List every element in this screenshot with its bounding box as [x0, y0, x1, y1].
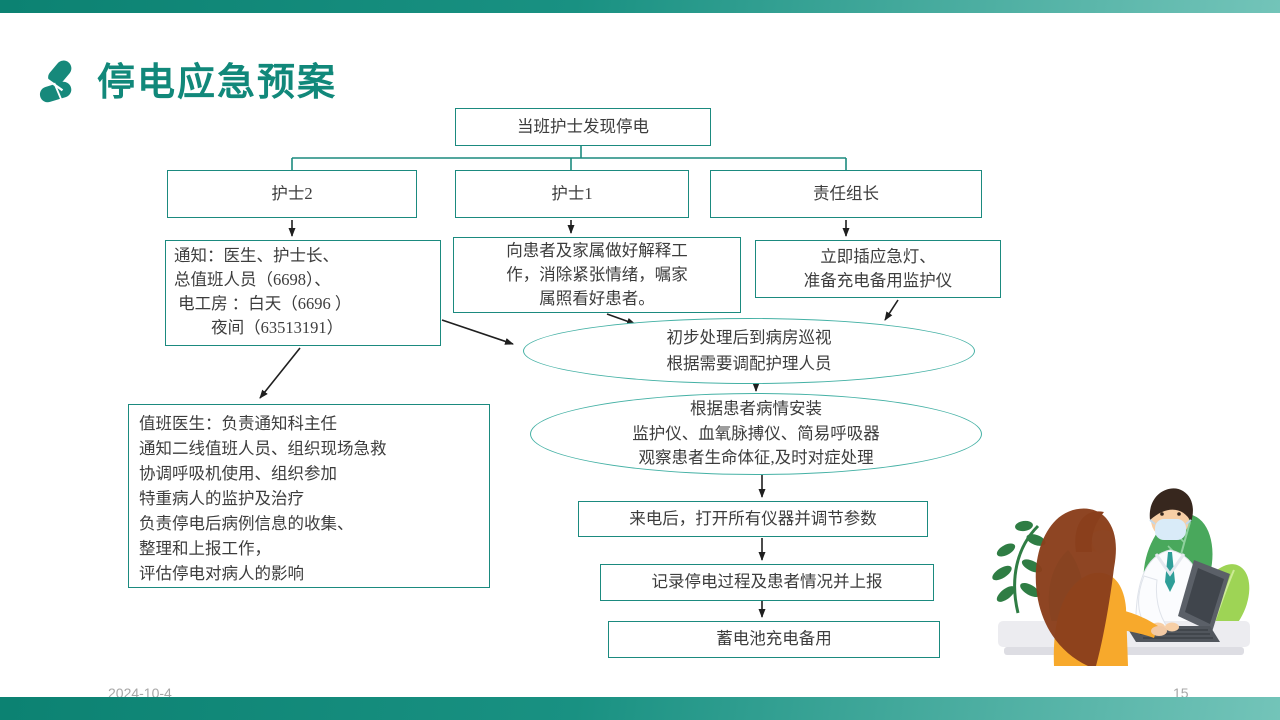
flow-node-nurse1: 护士1	[455, 170, 689, 218]
flow-node-emergency-light: 立即插应急灯、 准备充电备用监护仪	[755, 240, 1001, 298]
pills-icon	[39, 60, 72, 103]
plant-left-icon	[992, 520, 1046, 614]
medical-staff-illustration	[992, 488, 1250, 666]
nurse-figure	[1035, 508, 1167, 666]
flow-node-start: 当班护士发现停电	[455, 108, 711, 146]
flow-ellipse-install: 根据患者病情安装 监护仪、血氧脉搏仪、简易呼吸器 观察患者生命体征,及时对症处理	[530, 393, 982, 475]
flow-node-duty-doctor: 值班医生：负责通知科主任 通知二线值班人员、组织现场急救 协调呼吸机使用、组织参…	[128, 404, 490, 588]
tree-connector	[291, 146, 847, 170]
flow-node-explain: 向患者及家属做好解释工 作，消除紧张情绪，嘱家 属照看好患者。	[453, 237, 741, 313]
flow-ellipse-patrol: 初步处理后到病房巡视 根据需要调配护理人员	[523, 318, 975, 384]
top-accent-bar	[0, 0, 1280, 13]
title-row: 停电应急预案	[35, 58, 337, 108]
flow-node-power-on: 来电后，打开所有仪器并调节参数	[578, 501, 928, 537]
flow-node-battery: 蓄电池充电备用	[608, 621, 940, 658]
bottom-accent-bar	[0, 697, 1280, 720]
flow-node-leader: 责任组长	[710, 170, 982, 218]
flow-node-nurse2: 护士2	[167, 170, 417, 218]
flow-node-record: 记录停电过程及患者情况并上报	[600, 564, 934, 601]
flow-node-notify: 通知：医生、护士长、 总值班人员（6698）、 电工房 ：白天（6696 ） 夜…	[165, 240, 441, 346]
page-title: 停电应急预案	[97, 62, 338, 104]
